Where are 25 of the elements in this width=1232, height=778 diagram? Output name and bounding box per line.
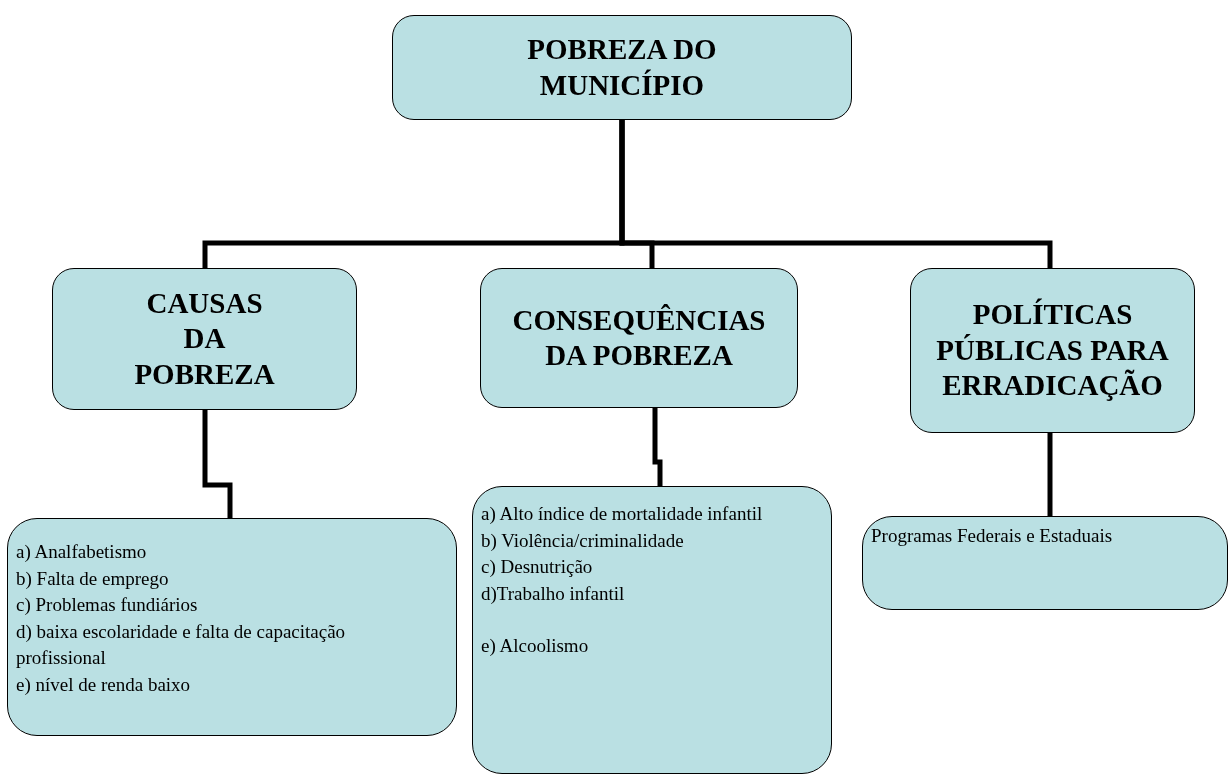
- box-heading: CAUSAS DA POBREZA: [133, 285, 276, 392]
- list-item: d)Trabalho infantil: [481, 581, 625, 606]
- topic-box: [52, 268, 357, 410]
- list-item: a) Alto índice de mortalidade infantil: [481, 502, 763, 526]
- list-item: b) Falta de emprego: [16, 566, 169, 591]
- list-item: c) Problemas fundiários: [16, 593, 198, 618]
- connector-line: [652, 408, 663, 486]
- box-heading: CONSEQUÊNCIAS DA POBREZA: [511, 302, 767, 373]
- box-heading: POLÍTICAS PÚBLICAS PARA ERRADICAÇÃO: [935, 297, 1170, 404]
- list-item: b) Violência/criminalidade: [481, 528, 684, 553]
- list-item: c) Desnutrição: [481, 555, 593, 580]
- topic-box: [910, 268, 1195, 433]
- list-box: [7, 518, 457, 736]
- list-item: e) Alcoolismo: [481, 634, 589, 659]
- connector-line: [619, 120, 1053, 268]
- connector-line: [202, 410, 233, 518]
- box-heading: POBREZA DO MUNICÍPIO: [526, 32, 718, 103]
- list-item: a) Analfabetismo: [16, 540, 147, 564]
- list-box: [472, 486, 832, 774]
- list-item: e) nível de renda baixo: [16, 672, 191, 697]
- connector-line: [1047, 433, 1053, 516]
- topic-box: [392, 15, 852, 120]
- list-box: [862, 516, 1228, 610]
- topic-box: [480, 268, 798, 408]
- list-item: Programas Federais e Estaduais: [871, 524, 1113, 548]
